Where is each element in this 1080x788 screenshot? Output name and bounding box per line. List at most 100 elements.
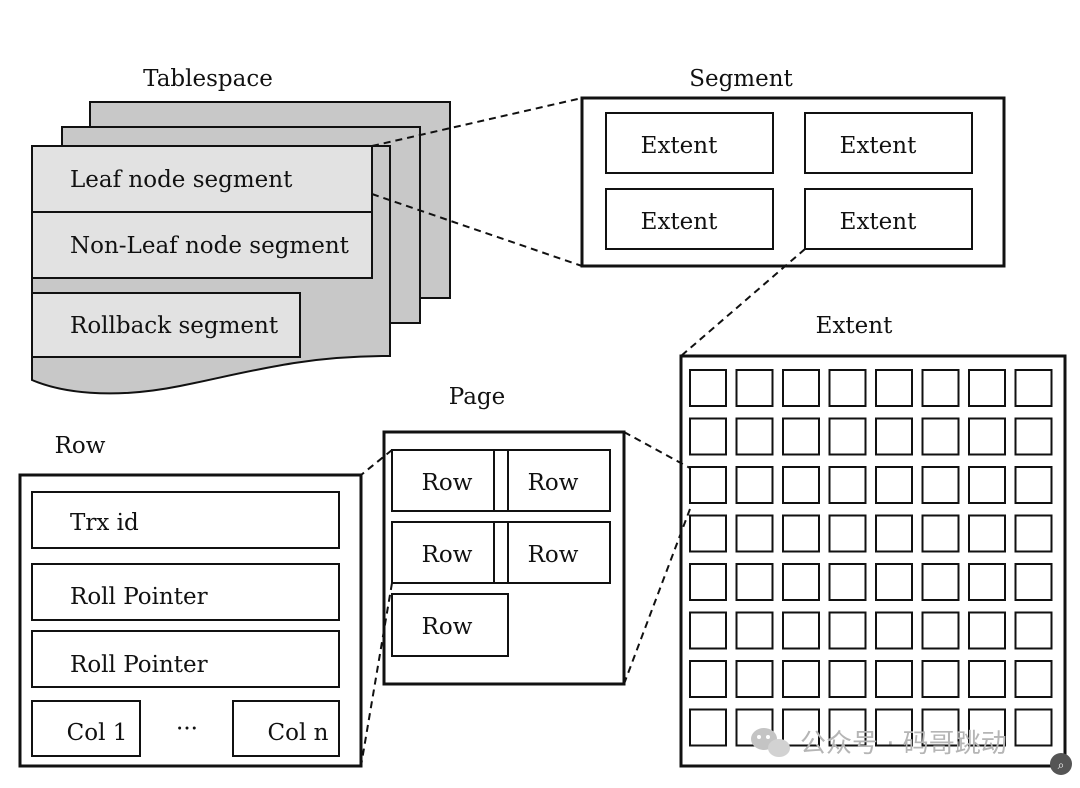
- extent-page-cell: [1014, 417, 1053, 456]
- col-1-label: Col 1: [67, 720, 128, 746]
- extent-page-cell: [968, 563, 1006, 601]
- row-title: Row: [55, 433, 106, 459]
- extent-page-cell: [921, 660, 960, 698]
- page-row-box: [507, 521, 611, 584]
- extent-page-cell: [735, 369, 774, 407]
- extent-page-cell: [968, 369, 1006, 407]
- leaf-node-segment-label: Leaf node segment: [70, 167, 293, 193]
- extent-page-cell: [1014, 514, 1053, 553]
- extent-page-cell: [828, 660, 867, 698]
- extent-page-cell: [921, 417, 960, 456]
- page-title: Page: [449, 384, 506, 410]
- segment-group: Segment Extent Extent Extent Extent: [580, 66, 1006, 268]
- rollback-segment-box: [31, 292, 301, 358]
- trx-id-field-box: [31, 491, 340, 549]
- connector-tablespace-segment-bottom: [371, 193, 583, 267]
- extent-page-cell: [828, 563, 867, 601]
- extent-page-cell: [828, 417, 867, 456]
- row-group: Row Trx id Roll Pointer Roll Pointer Col…: [18, 433, 363, 768]
- segment-extent-box: [804, 188, 973, 250]
- segment-title: Segment: [689, 66, 793, 92]
- roll-pointer-field-box: [31, 630, 340, 688]
- extent-page-cell: [921, 563, 960, 601]
- extent-page-cell: [921, 466, 960, 504]
- extent-page-cell: [689, 563, 727, 601]
- extent-page-cell: [875, 660, 913, 698]
- roll-pointer-field-label: Roll Pointer: [70, 584, 208, 610]
- page-row-label: Row: [528, 470, 579, 496]
- extent-page-cell: [1014, 369, 1053, 407]
- extent-page-cell: [735, 611, 774, 650]
- extent-page-cell: [689, 514, 727, 553]
- col-n-box: [232, 700, 340, 757]
- segment-extent-box: [605, 188, 774, 250]
- extent-page-cell: [921, 369, 960, 407]
- extent-page-cell: [1014, 708, 1053, 747]
- extent-title: Extent: [816, 313, 893, 339]
- extent-page-cell: [782, 660, 820, 698]
- extent-page-cell: [735, 466, 774, 504]
- page-row-label: Row: [422, 614, 473, 640]
- extent-page-cell: [1014, 611, 1053, 650]
- page-row-box: [391, 449, 495, 512]
- extent-page-cell: [689, 466, 727, 504]
- extent-page-cell: [689, 660, 727, 698]
- extent-page-cell: [921, 514, 960, 553]
- extent-page-cell: [782, 708, 820, 747]
- connector-extent-page-top: [623, 431, 691, 469]
- segment-extent-label: Extent: [840, 133, 917, 159]
- extent-page-cell: [875, 466, 913, 504]
- extent-page-cell: [921, 708, 960, 747]
- extent-page-cell: [828, 708, 867, 747]
- col-n-label: Col n: [268, 720, 329, 746]
- corner-badge-glyph: ⌕: [1058, 758, 1065, 772]
- extent-page-cell: [689, 369, 727, 407]
- zoom-connectors: [360, 97, 806, 767]
- segment-extent-label: Extent: [641, 133, 718, 159]
- page-group: Page Row Row Row Row Row: [382, 384, 626, 686]
- corner-badge-icon: [1050, 753, 1072, 775]
- trx-id-field-label: Trx id: [70, 510, 139, 536]
- non-leaf-node-segment-box: [31, 211, 373, 279]
- segment-extent-label: Extent: [840, 209, 917, 235]
- page-row-box: [507, 449, 611, 512]
- extent-page-cell: [689, 611, 727, 650]
- tablespace-title: Tablespace: [143, 66, 273, 92]
- extent-page-cell: [735, 514, 774, 553]
- segment-extent-box: [804, 112, 973, 174]
- watermark-text: 公众号 · 码哥跳动: [800, 729, 1007, 759]
- page-row-label: Row: [528, 542, 579, 568]
- extent-page-grid: [689, 369, 1053, 747]
- extent-page-cell: [875, 514, 913, 553]
- extent-page-cell: [968, 466, 1006, 504]
- roll-pointer-field-label: Roll Pointer: [70, 652, 208, 678]
- extent-page-cell: [782, 466, 820, 504]
- connector-page-row-top: [360, 449, 393, 476]
- extent-page-cell: [782, 611, 820, 650]
- page-row-box: [391, 593, 509, 657]
- extent-page-cell: [735, 417, 774, 456]
- connector-page-row-bottom: [360, 582, 393, 767]
- extent-page-cell: [921, 611, 960, 650]
- extent-page-cell: [782, 563, 820, 601]
- extent-page-cell: [735, 563, 774, 601]
- extent-page-cell: [689, 708, 727, 747]
- extent-page-cell: [875, 369, 913, 407]
- extent-page-cell: [782, 417, 820, 456]
- extent-page-cell: [968, 417, 1006, 456]
- extent-page-cell: [782, 369, 820, 407]
- extent-page-cell: [689, 417, 727, 456]
- extent-page-cell: [968, 708, 1006, 747]
- col-1-box: [31, 700, 141, 757]
- extent-page-cell: [828, 466, 867, 504]
- extent-page-cell: [875, 563, 913, 601]
- watermark: 公众号 · 码哥跳动 ⌕: [751, 728, 1072, 775]
- extent-page-cell: [828, 514, 867, 553]
- roll-pointer-field-box: [31, 563, 340, 621]
- extent-page-cell: [968, 611, 1006, 650]
- rollback-segment-label: Rollback segment: [70, 313, 279, 339]
- wechat-icon: [751, 728, 790, 757]
- extent-group: Extent: [679, 313, 1067, 768]
- extent-page-cell: [875, 611, 913, 650]
